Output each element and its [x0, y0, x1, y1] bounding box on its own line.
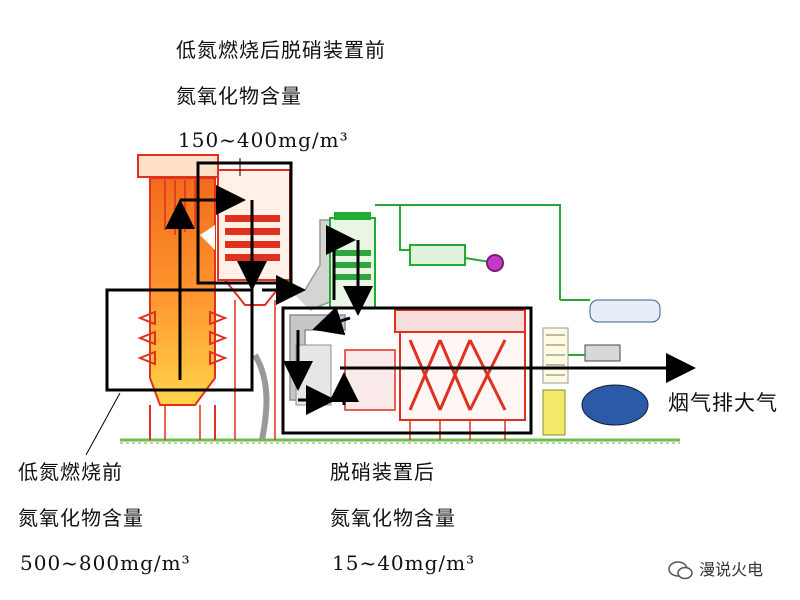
convective-pass	[217, 169, 291, 440]
annotation-bottom-left-line1: 低氮燃烧前	[18, 460, 123, 484]
flue-duct	[252, 314, 346, 441]
flue-gas-flow-arrows	[165, 158, 696, 415]
annotation-bottom-left-line2: 氮氧化物含量	[18, 506, 144, 530]
annotation-bottom-middle-line2: 氮氧化物含量	[330, 506, 456, 530]
ammonia-system	[375, 204, 561, 300]
annotation-top-line1: 低氮燃烧后脱硝装置前	[176, 38, 386, 62]
precipitator	[344, 309, 526, 440]
ground-line	[120, 438, 680, 444]
right-equipment	[542, 299, 661, 436]
annotation-top-line3: 150~400mg/m³	[178, 128, 349, 152]
wechat-bubble-icon	[668, 560, 693, 579]
exhaust-label: 烟气排大气	[668, 391, 778, 415]
watermark: 漫说火电	[668, 556, 763, 582]
annotation-bottom-middle-line3: 15~40mg/m³	[332, 551, 476, 575]
callout-leader-line	[85, 392, 121, 456]
watermark-text: 漫说火电	[699, 560, 764, 579]
annotation-bottom-middle-line1: 脱硝装置后	[330, 460, 435, 484]
annotation-bottom-left-line3: 500~800mg/m³	[20, 551, 191, 575]
annotation-top-line2: 氮氧化物含量	[176, 84, 302, 108]
